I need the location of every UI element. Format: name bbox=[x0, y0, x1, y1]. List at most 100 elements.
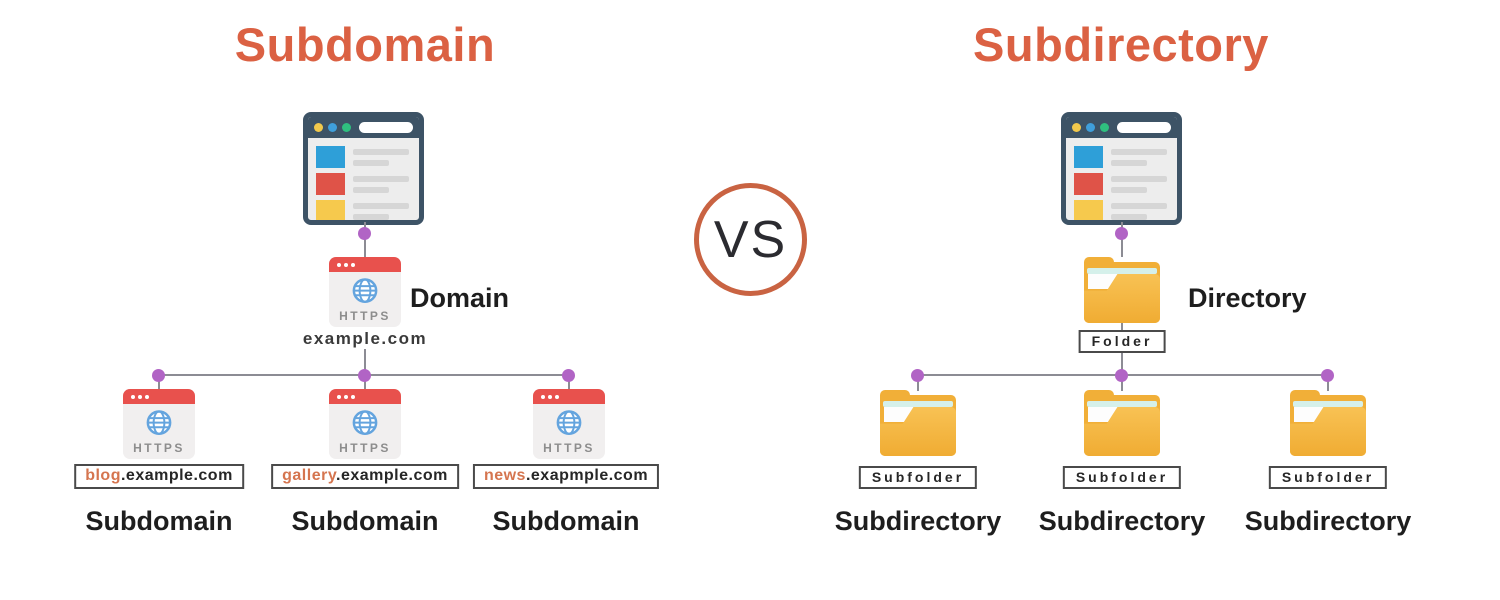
folder-paper-strip bbox=[883, 401, 953, 407]
directory-label: Directory bbox=[1188, 283, 1307, 313]
https-website-icon: HTTPS bbox=[329, 389, 401, 459]
connector-line bbox=[364, 349, 366, 375]
thumbnail-yellow bbox=[1074, 200, 1103, 220]
text-line bbox=[353, 148, 409, 155]
thumbnail-red bbox=[316, 173, 345, 195]
subdirectory-panel-title: Subdirectory bbox=[973, 18, 1269, 71]
connector-line bbox=[1121, 353, 1123, 375]
connector-line bbox=[158, 375, 160, 391]
subdomain-prefix: news bbox=[483, 467, 526, 484]
globe-icon bbox=[352, 278, 378, 304]
folder-paper-strip bbox=[1087, 268, 1157, 274]
subdomain-rest: .example.com bbox=[336, 467, 448, 484]
folder-icon bbox=[1084, 257, 1160, 323]
text-line bbox=[353, 213, 389, 220]
text-line bbox=[353, 202, 409, 209]
browser-dot-green-icon bbox=[342, 123, 351, 132]
connector-dot bbox=[1115, 369, 1128, 382]
https-website-icon: HTTPS bbox=[533, 389, 605, 459]
subfolder-box: Subfolder bbox=[1062, 466, 1182, 489]
connector-line bbox=[1121, 375, 1123, 391]
text-line bbox=[1111, 148, 1167, 155]
https-titlebar bbox=[123, 389, 195, 404]
globe-icon bbox=[556, 410, 582, 436]
subdomain-prefix: gallery bbox=[282, 467, 337, 484]
subfolder-box: Subfolder bbox=[1268, 466, 1388, 489]
connector-line bbox=[917, 375, 919, 391]
folder-box: Folder bbox=[1078, 330, 1166, 353]
subfolder-box: Subfolder bbox=[858, 466, 978, 489]
text-line bbox=[1111, 159, 1147, 166]
browser-addressbar bbox=[1117, 122, 1171, 133]
vs-text: VS bbox=[713, 210, 788, 269]
browser-addressbar bbox=[359, 122, 413, 133]
folder-paper-strip bbox=[1087, 401, 1157, 407]
globe-icon bbox=[352, 410, 378, 436]
subdomain-caption: Subdomain bbox=[85, 506, 233, 536]
thumbnail-blue bbox=[316, 146, 345, 168]
subdomain-rest: .exapmple.com bbox=[525, 467, 649, 484]
subdirectory-caption: Subdirectory bbox=[834, 506, 1002, 536]
subdomain-url-box: gallery.example.com bbox=[271, 464, 459, 489]
connector-line bbox=[1121, 323, 1123, 330]
text-line bbox=[353, 175, 409, 182]
browser-dot-yellow-icon bbox=[1072, 123, 1081, 132]
text-line bbox=[1111, 186, 1147, 193]
subdomain-prefix: blog bbox=[85, 467, 121, 484]
https-label: HTTPS bbox=[339, 441, 391, 455]
browser-content bbox=[308, 138, 419, 220]
root-domain-name: example.com bbox=[302, 329, 428, 348]
browser-dot-blue-icon bbox=[328, 123, 337, 132]
browser-content bbox=[1066, 138, 1177, 220]
https-titlebar bbox=[329, 389, 401, 404]
connector-dot bbox=[358, 227, 371, 240]
connector-dot bbox=[562, 369, 575, 382]
text-line bbox=[353, 186, 389, 193]
https-titlebar bbox=[533, 389, 605, 404]
thumbnail-red bbox=[1074, 173, 1103, 195]
text-line bbox=[1111, 202, 1167, 209]
browser-titlebar bbox=[308, 117, 419, 138]
thumbnail-yellow bbox=[316, 200, 345, 220]
subdomain-url-box: blog.example.com bbox=[74, 464, 244, 489]
https-label: HTTPS bbox=[339, 309, 391, 323]
folder-icon bbox=[1084, 390, 1160, 456]
folder-icon bbox=[1290, 390, 1366, 456]
folder-icon bbox=[880, 390, 956, 456]
browser-dot-blue-icon bbox=[1086, 123, 1095, 132]
https-website-icon: HTTPS bbox=[329, 257, 401, 327]
connector-dot bbox=[911, 369, 924, 382]
subdomain-caption: Subdomain bbox=[291, 506, 439, 536]
subdomain-rest: .example.com bbox=[120, 467, 233, 484]
connector-line bbox=[1327, 375, 1329, 391]
browser-window-icon bbox=[303, 112, 424, 225]
folder-front bbox=[1084, 407, 1160, 456]
folder-front bbox=[880, 407, 956, 456]
text-line bbox=[1111, 213, 1147, 220]
browser-dot-green-icon bbox=[1100, 123, 1109, 132]
connector-dot bbox=[358, 369, 371, 382]
browser-window-icon bbox=[1061, 112, 1182, 225]
connector-line bbox=[364, 375, 366, 391]
https-label: HTTPS bbox=[543, 441, 595, 455]
subdomain-panel-title: Subdomain bbox=[234, 18, 496, 71]
thumbnail-blue bbox=[1074, 146, 1103, 168]
subdomain-caption: Subdomain bbox=[492, 506, 640, 536]
connector-line bbox=[568, 375, 570, 391]
connector-dot bbox=[1321, 369, 1334, 382]
text-line bbox=[353, 159, 389, 166]
folder-paper-strip bbox=[1293, 401, 1363, 407]
connector-dot bbox=[1115, 227, 1128, 240]
https-website-icon: HTTPS bbox=[123, 389, 195, 459]
connector-dot bbox=[152, 369, 165, 382]
https-titlebar bbox=[329, 257, 401, 272]
subdirectory-caption: Subdirectory bbox=[1038, 506, 1206, 536]
globe-icon bbox=[146, 410, 172, 436]
subdirectory-caption: Subdirectory bbox=[1244, 506, 1412, 536]
folder-front bbox=[1084, 274, 1160, 323]
browser-dot-yellow-icon bbox=[314, 123, 323, 132]
vs-badge: VS bbox=[694, 183, 807, 296]
folder-front bbox=[1290, 407, 1366, 456]
subdomain-url-box: news.exapmple.com bbox=[472, 464, 660, 489]
